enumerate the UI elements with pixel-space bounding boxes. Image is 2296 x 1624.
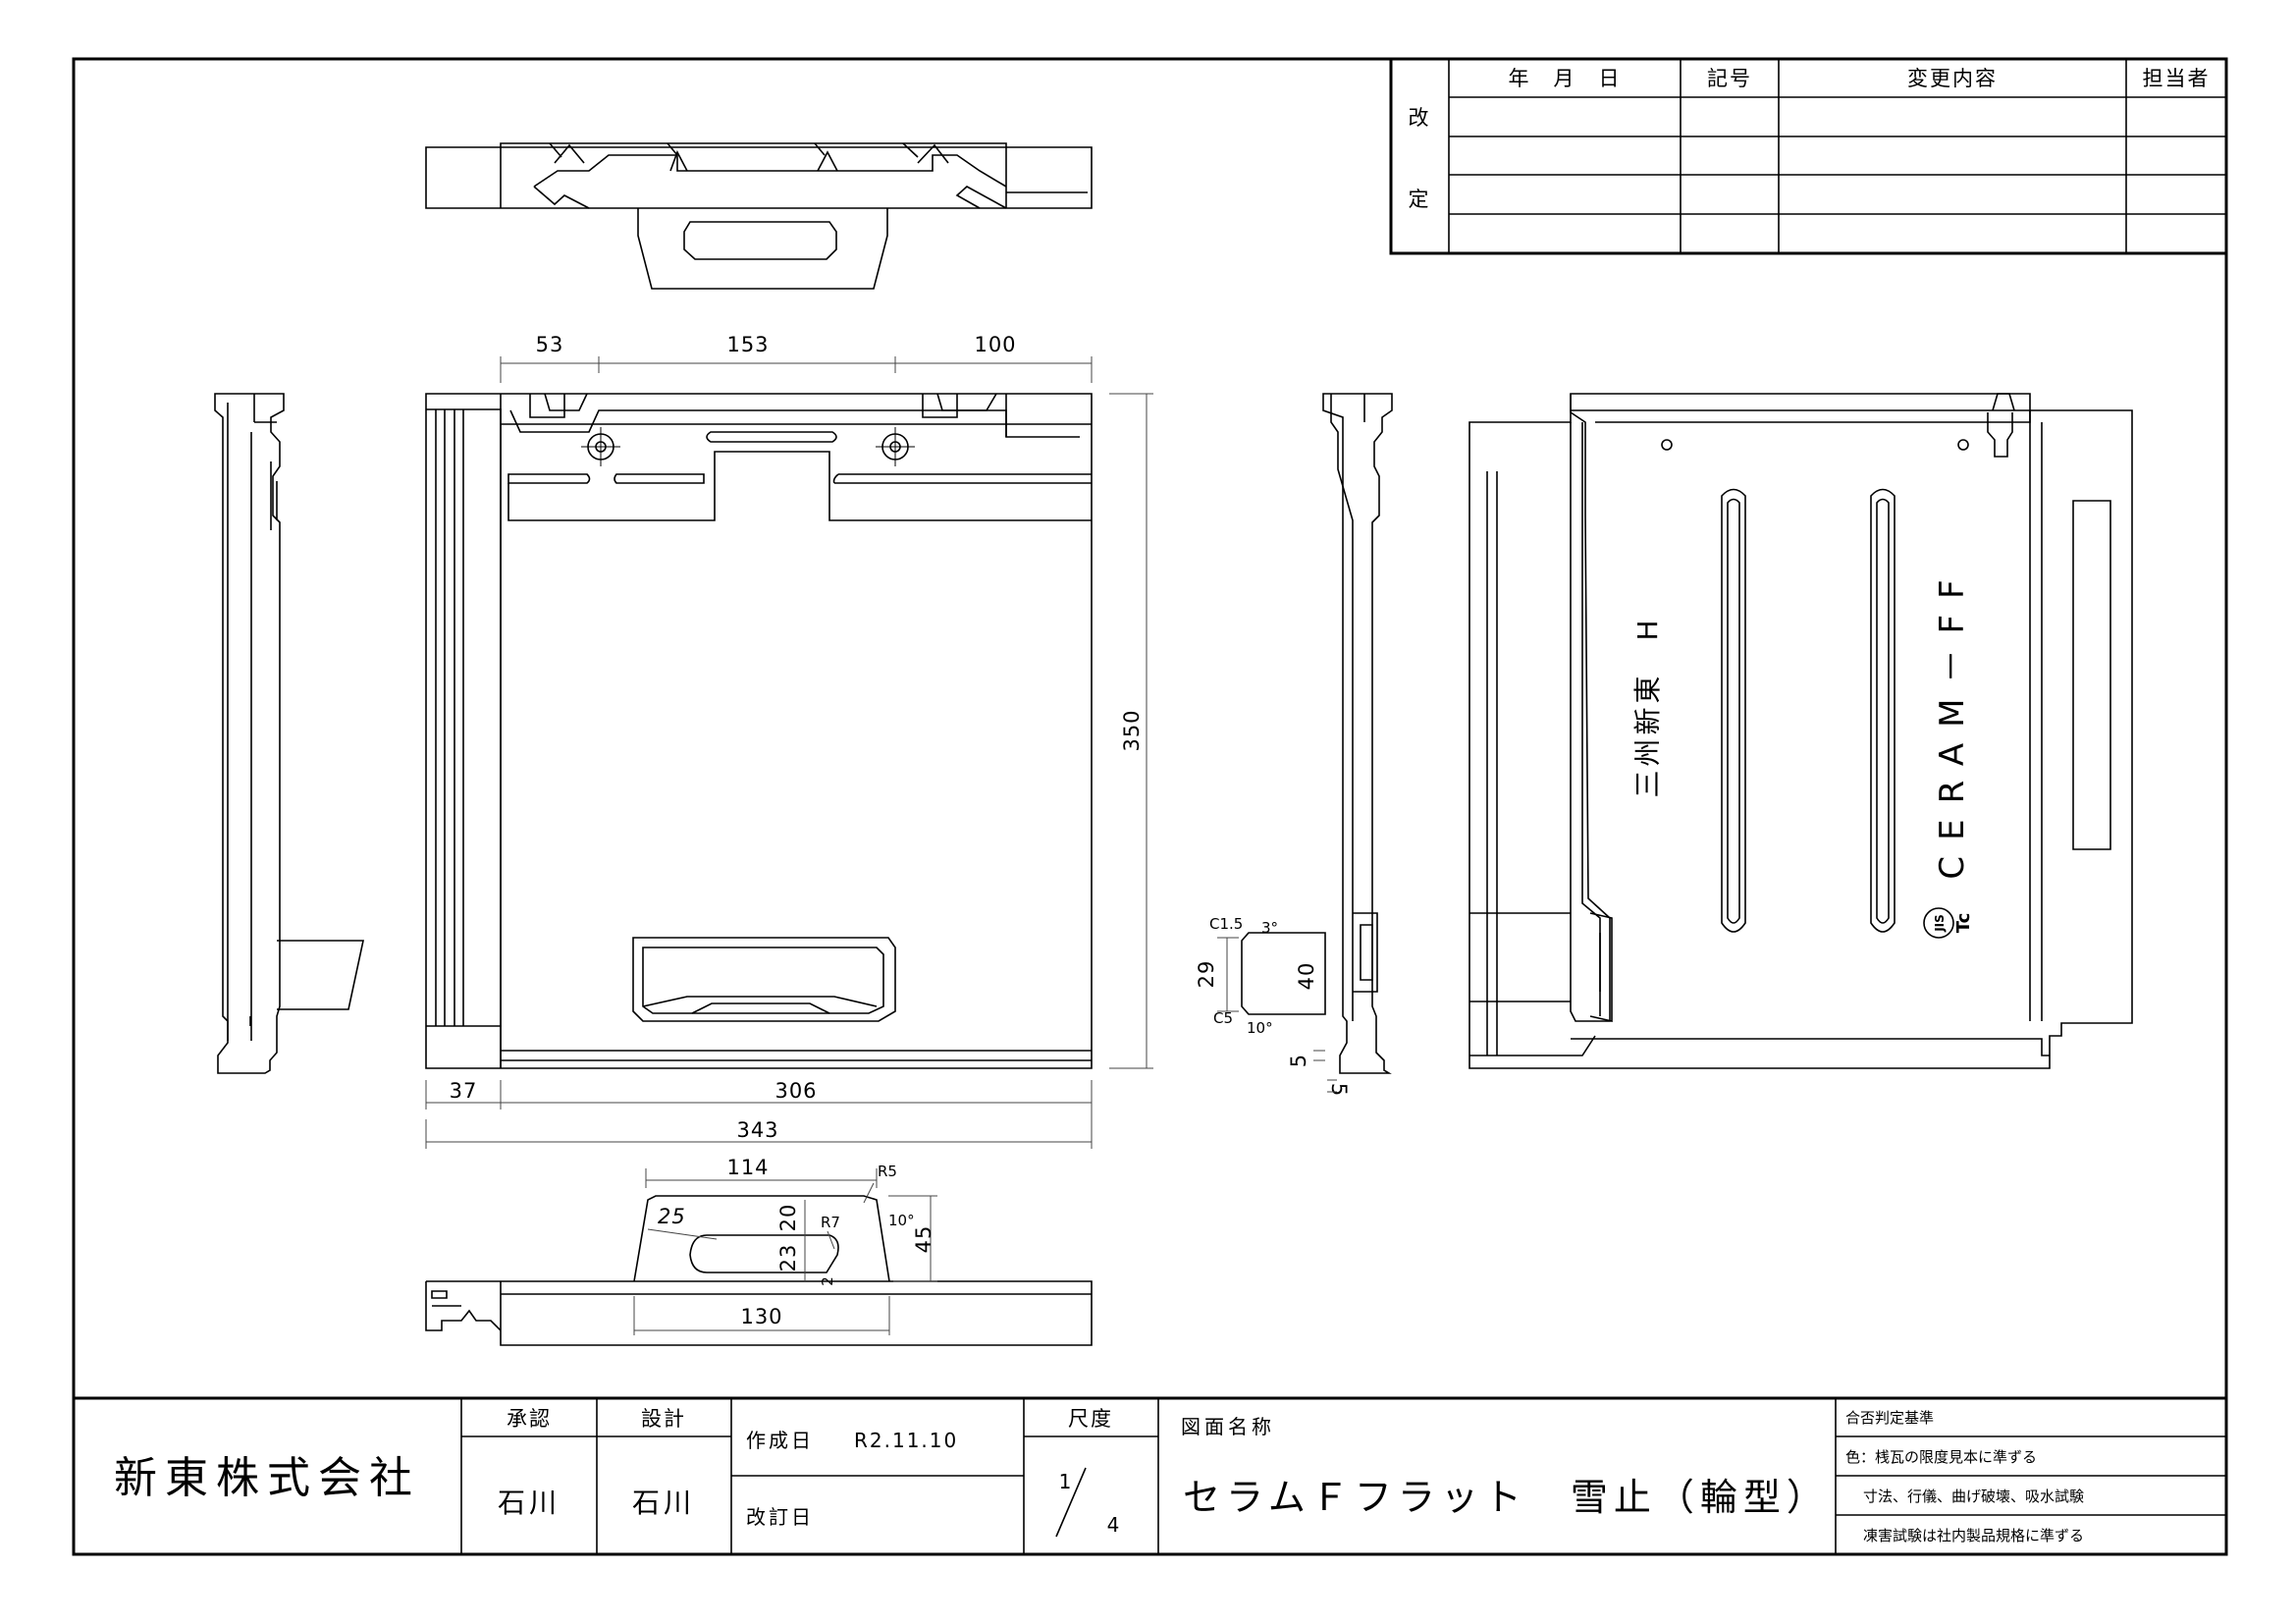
- scale-numerator: 1: [1059, 1470, 1072, 1493]
- dim-side-5a: 5: [1287, 1054, 1310, 1067]
- dim-side-40: 40: [1295, 962, 1318, 991]
- drawing-name: セラムＦフラット 雪止（輪型）: [1183, 1476, 1830, 1519]
- dim-side-5b: 5: [1327, 1083, 1351, 1097]
- criteria-2: 寸法、行儀、曲げ破壊、吸水試験: [1863, 1488, 2084, 1505]
- criteria-label: 合否判定基準: [1845, 1409, 1934, 1427]
- left-side-view: [214, 393, 364, 1074]
- back-stamp: 三州新東 H: [1631, 616, 1664, 797]
- dim-height-350: 350: [1120, 709, 1144, 751]
- dim-snow-20: 20: [776, 1204, 800, 1232]
- dim-top-100: 100: [974, 333, 1016, 356]
- design-label: 設計: [641, 1407, 686, 1431]
- dim-side-c5: C5: [1213, 1009, 1233, 1027]
- snow-stop-view: 114 R5 25 20 23 R7 2 10° 45 130: [425, 1156, 1093, 1346]
- revision-table: 改 定 年 月 日 記号 変更内容 担当者: [1389, 59, 2226, 255]
- revision-side-label-2: 定: [1409, 188, 1431, 211]
- dim-bottom-37: 37: [450, 1079, 478, 1103]
- dim-snow-114: 114: [726, 1156, 769, 1179]
- company-name: 新東株式会社: [114, 1453, 420, 1503]
- back-brand: CERAM－FF: [1933, 564, 1972, 879]
- dim-snow-130: 130: [740, 1305, 782, 1328]
- revision-header-date: 年 月 日: [1509, 67, 1622, 90]
- back-view: 三州新東 H CERAM－FF JIS Tc: [1468, 393, 2133, 1069]
- revised-label: 改訂日: [746, 1505, 814, 1529]
- jis-mark-text: JIS: [1933, 914, 1947, 933]
- approve-label: 承認: [507, 1407, 552, 1431]
- dim-snow-r5: R5: [878, 1163, 897, 1180]
- front-view: [425, 393, 1093, 1069]
- dim-side-c15: C1.5: [1209, 915, 1243, 933]
- dim-top-53: 53: [536, 333, 564, 356]
- dim-snow-2: 2: [819, 1276, 836, 1286]
- dim-snow-23: 23: [776, 1244, 800, 1272]
- sheet-border: [72, 57, 2228, 1556]
- dim-bottom-306: 306: [774, 1079, 817, 1103]
- dim-snow-45: 45: [912, 1225, 935, 1254]
- criteria-1: 色：桟瓦の限度見本に準ずる: [1845, 1448, 2037, 1466]
- dim-top-153: 153: [726, 333, 769, 356]
- right-side-view: C1.5 3° 29 40 C5 10° 5 5: [1195, 393, 1393, 1097]
- tc-mark-text: Tc: [1953, 913, 1974, 934]
- design-name: 石川: [632, 1487, 695, 1519]
- approve-name: 石川: [498, 1487, 561, 1519]
- jis-mark-icon: [1923, 907, 1954, 939]
- title-block: 新東株式会社 承認 石川 設計 石川 作成日 R2.11.10 改訂日 尺度 1…: [74, 1396, 2226, 1554]
- revision-header-content: 変更内容: [1907, 67, 1998, 90]
- dim-side-10deg: 10°: [1247, 1019, 1273, 1037]
- dim-snow-r7: R7: [821, 1214, 840, 1231]
- front-dimensions: 53 153 100 350 37 306 343: [425, 333, 1153, 1149]
- dim-snow-10deg: 10°: [888, 1212, 915, 1229]
- created-label: 作成日: [746, 1429, 814, 1452]
- drawing-name-label: 図面名称: [1181, 1415, 1275, 1438]
- revision-side-label-1: 改: [1409, 106, 1431, 130]
- scale-label: 尺度: [1068, 1407, 1113, 1431]
- scale-denominator: 4: [1107, 1513, 1120, 1537]
- dim-bottom-343: 343: [736, 1118, 778, 1142]
- dim-snow-25: 25: [658, 1205, 686, 1228]
- created-date: R2.11.10: [854, 1429, 958, 1452]
- criteria-3: 凍害試験は社内製品規格に準ずる: [1863, 1527, 2084, 1544]
- top-view: [425, 142, 1093, 290]
- dim-side-29: 29: [1195, 960, 1218, 989]
- revision-header-symbol: 記号: [1707, 67, 1752, 90]
- dim-side-3deg: 3°: [1261, 919, 1278, 937]
- scale-slash: [1055, 1467, 1087, 1538]
- revision-header-person: 担当者: [2143, 67, 2211, 90]
